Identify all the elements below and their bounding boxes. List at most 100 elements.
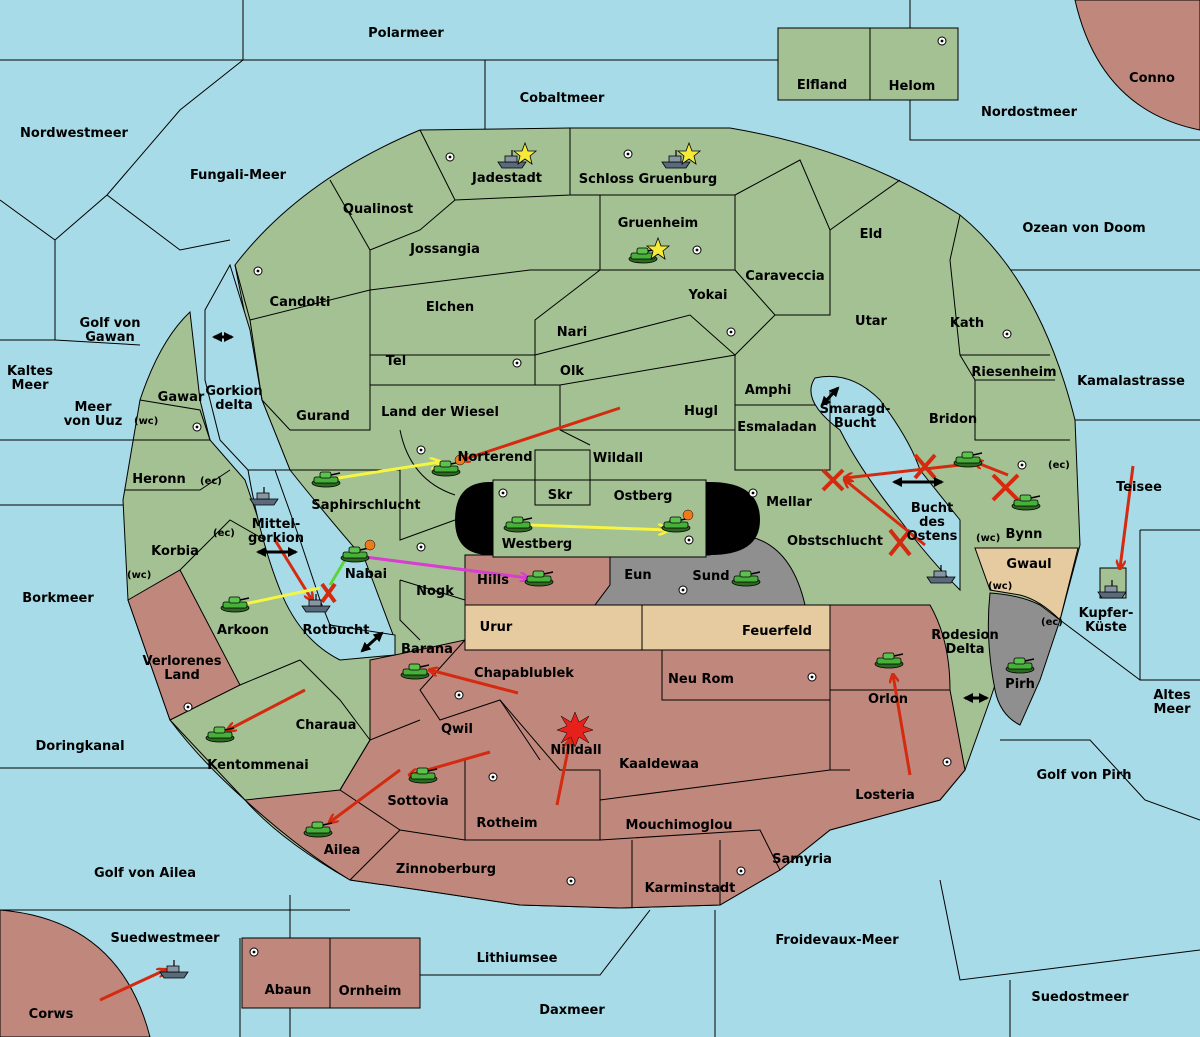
label-nordwestmeer: Nordwestmeer (20, 126, 128, 141)
label-heronn: Heronn (132, 472, 186, 487)
province-conno[interactable] (1074, 0, 1200, 131)
explosion-icon (454, 454, 466, 466)
support-arrows (234, 462, 668, 608)
red-territory-south (243, 604, 966, 909)
green-order-line (328, 559, 347, 586)
label-golf-ailea: Golf von Ailea (94, 866, 196, 881)
label-saphirschlucht: Saphirschlucht (311, 498, 420, 513)
label-jadestadt: Jadestadt (471, 171, 542, 186)
label-doringkanal: Doringkanal (35, 739, 124, 754)
label-smaragd: Smaragd-Bucht (820, 402, 891, 431)
explosion-markers (364, 454, 694, 748)
label-elfland: Elfland (797, 78, 847, 93)
province-feuerfeld[interactable] (641, 604, 831, 651)
label-yokai: Yokai (687, 288, 727, 303)
label-samyria: Samyria (772, 852, 832, 867)
label-pirh: Pirh (1005, 677, 1035, 692)
label-kath: Kath (950, 316, 984, 331)
bay-rotbucht[interactable] (247, 469, 396, 661)
province-orlon[interactable] (829, 604, 951, 691)
label-eld: Eld (860, 227, 883, 242)
star-icon (512, 141, 538, 165)
label-obstschlucht: Obstschlucht (787, 534, 883, 549)
label-hills: Hills (477, 573, 509, 588)
label-riesenheim: Riesenheim (971, 365, 1056, 380)
label-feuerfeld: Feuerfeld (742, 624, 812, 639)
label-suedwestmeer: Suedwestmeer (110, 931, 220, 946)
failed-marks (320, 453, 1020, 604)
label-lithiumsee: Lithiumsee (477, 951, 558, 966)
star-markers (512, 141, 702, 260)
label-hugl: Hugl (684, 404, 718, 419)
label-mittelgorkion: Mittel-gorkion (248, 517, 304, 546)
label-charaua: Charaua (296, 718, 357, 733)
label-arkoon: Arkoon (217, 623, 269, 638)
label-losteria: Losteria (855, 788, 915, 803)
coast-tag-heronn-ec: (ec) (200, 476, 222, 487)
label-gruenheim: Gruenheim (618, 216, 698, 231)
label-ostberg: Ostberg (614, 489, 673, 504)
label-urur: Urur (480, 620, 513, 635)
coast-tags: (wc) (ec) (ec) (wc) (ec) (wc) (wc) (ec) (127, 416, 1070, 628)
province-ornheim[interactable] (329, 937, 421, 1009)
label-cobaltmeer: Cobaltmeer (520, 91, 605, 106)
coast-tag-pirh-ec: (ec) (1041, 617, 1063, 628)
label-kupferkueste: Kupfer-Küste (1079, 606, 1134, 635)
province-labels: Elfland Helom Jadestadt Schloss Gruenbur… (29, 78, 1134, 1022)
label-teisee: Teisee (1116, 480, 1162, 495)
label-bridon: Bridon (929, 412, 977, 427)
label-korbia: Korbia (151, 544, 199, 559)
label-caraveccia: Caraveccia (745, 269, 824, 284)
coast-tag-bynn-wc: (wc) (976, 533, 1000, 544)
label-orlon: Orlon (868, 692, 908, 707)
sea-labels: Polarmeer Cobaltmeer Nordwestmeer Fungal… (7, 26, 1191, 1018)
label-kentommenai: Kentommenai (207, 758, 308, 773)
label-zinnoberburg: Zinnoberburg (396, 862, 496, 877)
explosion-icon (556, 711, 594, 748)
label-kamala: Kamalastrasse (1077, 374, 1185, 389)
label-ornheim: Ornheim (339, 984, 402, 999)
label-suedostmeer: Suedostmeer (1031, 990, 1129, 1005)
coast-tag-korbia-wc: (wc) (127, 570, 151, 581)
star-icon (676, 141, 702, 165)
label-froidevaux: Froidevaux-Meer (775, 933, 899, 948)
label-fungali: Fungali-Meer (190, 168, 287, 183)
label-nordostmeer: Nordostmeer (981, 105, 1078, 120)
label-rotheim: Rotheim (476, 816, 537, 831)
label-nilldall: Nilldall (550, 743, 601, 758)
coast-tag-pirh-wc: (wc) (988, 581, 1012, 592)
label-ailea: Ailea (324, 843, 361, 858)
label-olk: Olk (560, 364, 585, 379)
label-abaun: Abaun (265, 983, 312, 998)
label-neu-rom: Neu Rom (668, 672, 734, 687)
label-candolti: Candolti (270, 295, 331, 310)
label-nogk: Nogk (416, 584, 454, 599)
label-qualinost: Qualinost (343, 202, 413, 217)
label-bynn: Bynn (1006, 527, 1043, 542)
label-corws: Corws (29, 1007, 74, 1022)
label-mellar: Mellar (766, 495, 812, 510)
label-nari: Nari (557, 325, 588, 340)
explosion-icon (364, 539, 376, 551)
province-corws[interactable] (0, 909, 151, 1037)
province-elfland[interactable] (777, 27, 871, 101)
label-jossangia: Jossangia (409, 242, 480, 257)
connection-arrows (212, 332, 989, 703)
label-utar: Utar (855, 314, 888, 329)
star-icon (645, 236, 671, 260)
bay-smaragd[interactable] (810, 375, 961, 592)
label-polarmeer: Polarmeer (368, 26, 444, 41)
explosion-icon (682, 509, 694, 521)
label-borkmeer: Borkmeer (22, 591, 94, 606)
label-schloss: Schloss Gruenburg (579, 172, 717, 187)
label-sund: Sund (692, 569, 729, 584)
label-eun: Eun (624, 568, 651, 583)
